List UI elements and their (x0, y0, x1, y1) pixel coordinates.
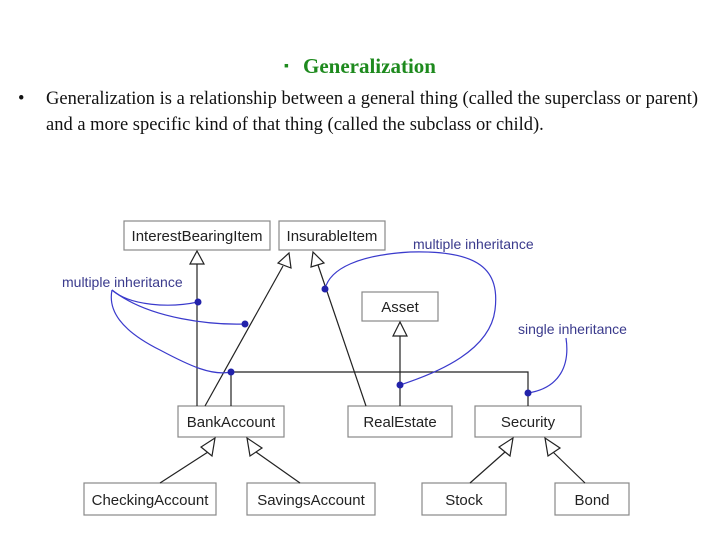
annotation-dots (194, 285, 532, 397)
class-label: InsurableItem (287, 228, 378, 245)
heading-title: Generalization (302, 54, 436, 78)
annotation-multiple-inheritance-right: multiple inheritance (413, 236, 534, 252)
class-savings-account: SavingsAccount (246, 482, 376, 516)
class-label: CheckingAccount (92, 492, 210, 509)
class-insurable-item: InsurableItem (278, 220, 386, 251)
class-security: Security (474, 405, 582, 438)
arrowhead-bank-right (246, 436, 264, 458)
class-label: InterestBearingItem (132, 228, 263, 245)
edge-stock-to-security (469, 451, 506, 484)
anno-curve-left-2 (111, 289, 199, 306)
edge-savings-to-bank (255, 451, 301, 484)
annotation-single-inheritance: single inheritance (518, 321, 627, 337)
class-asset: Asset (361, 291, 439, 322)
heading-bullet: ▪ (284, 59, 289, 74)
arrowhead-insurable-left (276, 251, 292, 269)
anno-curve-right-2 (399, 251, 497, 386)
class-bond: Bond (554, 482, 630, 516)
arrowhead-interest (188, 249, 206, 265)
anno-dot (227, 368, 235, 376)
annotation-curves (110, 251, 568, 394)
anno-curve-left-1 (110, 289, 232, 374)
anno-dot (241, 320, 249, 328)
class-checking-account: CheckingAccount (83, 482, 217, 516)
class-label: Asset (381, 299, 419, 316)
edge-bond-to-security (552, 451, 586, 484)
arrowhead-asset (392, 320, 408, 337)
generalization-lines (159, 263, 586, 484)
definition-paragraph: • Generalization is a relationship betwe… (18, 86, 698, 138)
anno-dot (524, 389, 532, 397)
slide-heading: ▪ Generalization (0, 54, 720, 79)
anno-dot (321, 285, 329, 293)
class-real-estate: RealEstate (347, 405, 453, 438)
arrowhead-security-right (544, 436, 562, 458)
paragraph-bullet: • (18, 89, 25, 109)
class-label: Bond (574, 492, 609, 509)
edge-checking-to-bank (159, 451, 209, 484)
arrowhead-bank-left (199, 436, 216, 458)
class-label: RealEstate (363, 414, 436, 431)
class-label: BankAccount (187, 414, 276, 431)
anno-curve-single (527, 337, 568, 394)
class-label: SavingsAccount (257, 492, 365, 509)
class-interest-bearing-item: InterestBearingItem (123, 220, 271, 251)
anno-curve-right-1 (324, 251, 411, 290)
class-bank-account: BankAccount (177, 405, 285, 438)
anno-curve-left-3 (111, 289, 246, 325)
paragraph-text: Generalization is a relationship between… (46, 89, 698, 135)
edge-asset-bar (230, 371, 529, 406)
class-stock: Stock (421, 482, 507, 516)
annotation-multiple-inheritance-left: multiple inheritance (62, 274, 183, 290)
anno-dot (194, 298, 202, 306)
class-label: Security (501, 414, 556, 431)
arrowheads (188, 249, 562, 458)
anno-dot (396, 381, 404, 389)
arrowhead-security-left (497, 436, 514, 458)
edge-bank-to-insurable (204, 265, 284, 407)
arrowhead-insurable-right (310, 250, 326, 268)
class-label: Stock (445, 492, 483, 509)
